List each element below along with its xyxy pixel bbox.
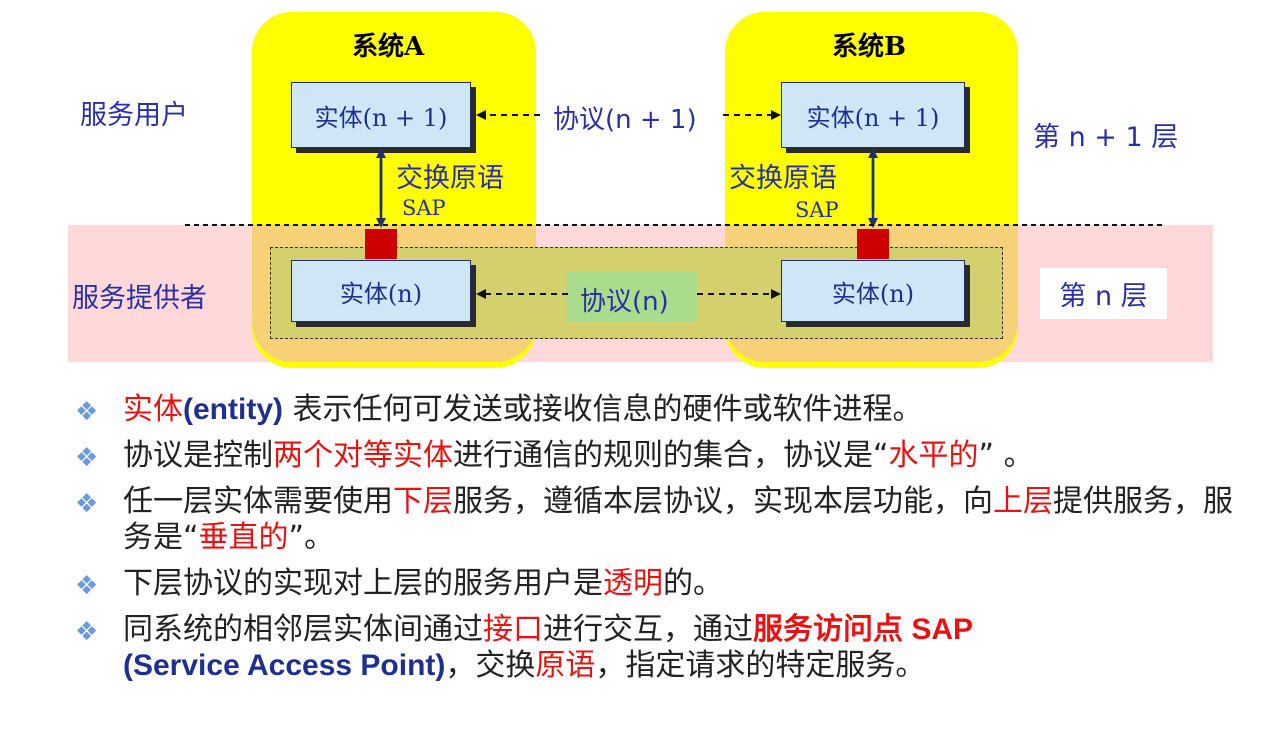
protocol-n-label: 协议(n) [580, 287, 669, 317]
entity-n-b: 实体(n) [781, 260, 965, 322]
bullet-sap: ❖同系统的相邻层实体间通过接口进行交互，通过服务访问点 SAP(Service … [75, 612, 974, 683]
service-user-label: 服务用户 [80, 100, 188, 131]
diamond-bullet-icon: ❖ [75, 443, 99, 473]
layer-n-label: 第 n 层 [1040, 268, 1167, 319]
diamond-bullet-icon: ❖ [75, 571, 99, 601]
sap-label-a: SAP [402, 196, 446, 220]
entity-n-plus-1-b: 实体(n + 1) [781, 82, 965, 148]
bullet-transparent: ❖下层协议的实现对上层的服务用户是透明的。 [75, 566, 1255, 602]
primitive-label-b: 交换原语 [729, 163, 837, 194]
bullet-protocol: ❖协议是控制两个对等实体进行通信的规则的集合，协议是“水平的” 。 [75, 438, 1255, 474]
system-b-title: 系统B [832, 32, 906, 62]
sap-label-b: SAP [795, 198, 839, 222]
primitive-label-a: 交换原语 [396, 163, 504, 194]
protocol-n-plus-1-label: 协议(n + 1) [553, 105, 697, 135]
entity-n-plus-1-a: 实体(n + 1) [291, 82, 471, 148]
bullet-entity: ❖实体(entity) 表示任何可发送或接收信息的硬件或软件进程。 [75, 392, 1255, 428]
service-provider-label: 服务提供者 [72, 283, 207, 314]
bullet-layer-service: ❖任一层实体需要使用下层服务，遵循本层协议，实现本层功能，向上层提供服务，服务是… [75, 484, 1233, 555]
diamond-bullet-icon: ❖ [75, 489, 99, 519]
diamond-bullet-icon: ❖ [75, 397, 99, 427]
protocol-n-highlight [566, 272, 697, 322]
bullet-list: ❖实体(entity) 表示任何可发送或接收信息的硬件或软件进程。 ❖协议是控制… [75, 392, 1255, 694]
system-a-title: 系统A [352, 32, 425, 62]
sap-square-a [365, 229, 397, 259]
layer-n-plus-1-label: 第 n + 1 层 [1033, 122, 1179, 153]
diamond-bullet-icon: ❖ [75, 617, 99, 647]
entity-n-a: 实体(n) [291, 260, 471, 322]
sap-square-b [857, 229, 889, 259]
